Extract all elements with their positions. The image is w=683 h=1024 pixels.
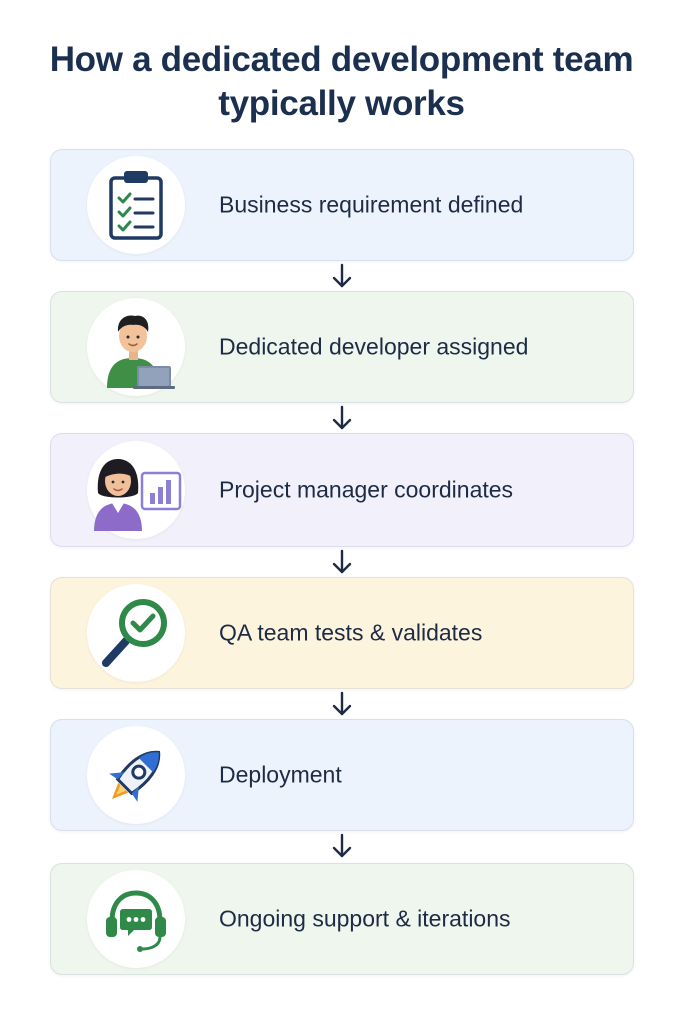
rocket-icon	[87, 726, 185, 824]
step-ongoing-support: Ongoing support & iterations	[50, 863, 634, 975]
headset-chat-icon	[87, 870, 185, 968]
arrow-down-icon	[332, 833, 352, 858]
arrow-down-icon	[332, 405, 352, 430]
step-label: Project manager coordinates	[219, 476, 514, 503]
arrow-down-icon	[332, 263, 352, 288]
developer-laptop-icon	[87, 298, 185, 396]
step-developer-assigned: Dedicated developer assigned	[50, 291, 634, 403]
title-line-2: typically works	[218, 84, 465, 123]
page-title: How a dedicated development team typical…	[0, 38, 683, 126]
step-deployment: Deployment	[50, 719, 634, 831]
title-line-1: How a dedicated development team	[49, 40, 634, 79]
project-manager-chart-icon	[87, 441, 185, 539]
step-project-manager: Project manager coordinates	[50, 433, 634, 547]
step-qa-testing: QA team tests & validates	[50, 577, 634, 689]
step-business-requirement: Business requirement defined	[50, 149, 634, 261]
step-label: Deployment	[219, 761, 342, 788]
step-label: Ongoing support & iterations	[219, 905, 511, 932]
arrow-down-icon	[332, 549, 352, 574]
clipboard-checklist-icon	[87, 156, 185, 254]
step-label: Dedicated developer assigned	[219, 333, 529, 360]
step-label: Business requirement defined	[219, 191, 524, 218]
arrow-down-icon	[332, 691, 352, 716]
magnifier-check-icon	[87, 584, 185, 682]
step-label: QA team tests & validates	[219, 619, 483, 646]
